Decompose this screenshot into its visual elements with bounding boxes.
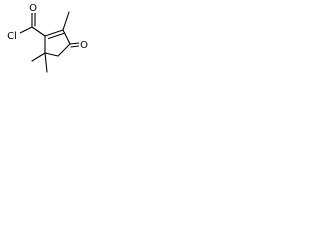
ketone-oxygen-label: O xyxy=(80,40,88,51)
bond-c1-c2-inner xyxy=(47,32,65,40)
bond-c1-acyl-carbon xyxy=(31,26,46,37)
bond-c2-c3 xyxy=(62,29,71,45)
bond-methyl-top xyxy=(62,11,70,31)
acyl-oxygen-label: O xyxy=(29,3,37,14)
chemical-structure: O Cl O xyxy=(3,2,90,73)
bond-methyl-gem-down xyxy=(44,52,48,73)
bond-c4-c5 xyxy=(44,52,59,57)
bond-ketone-b xyxy=(70,45,80,48)
bond-acyl-carbon-chlorine xyxy=(19,26,33,34)
bond-ketone-a xyxy=(69,42,80,45)
bond-c3-c4 xyxy=(57,43,71,57)
bond-methyl-gem-left xyxy=(31,52,46,62)
chlorine-label: Cl xyxy=(7,31,17,42)
bond-c1-c2-outer xyxy=(44,29,64,37)
